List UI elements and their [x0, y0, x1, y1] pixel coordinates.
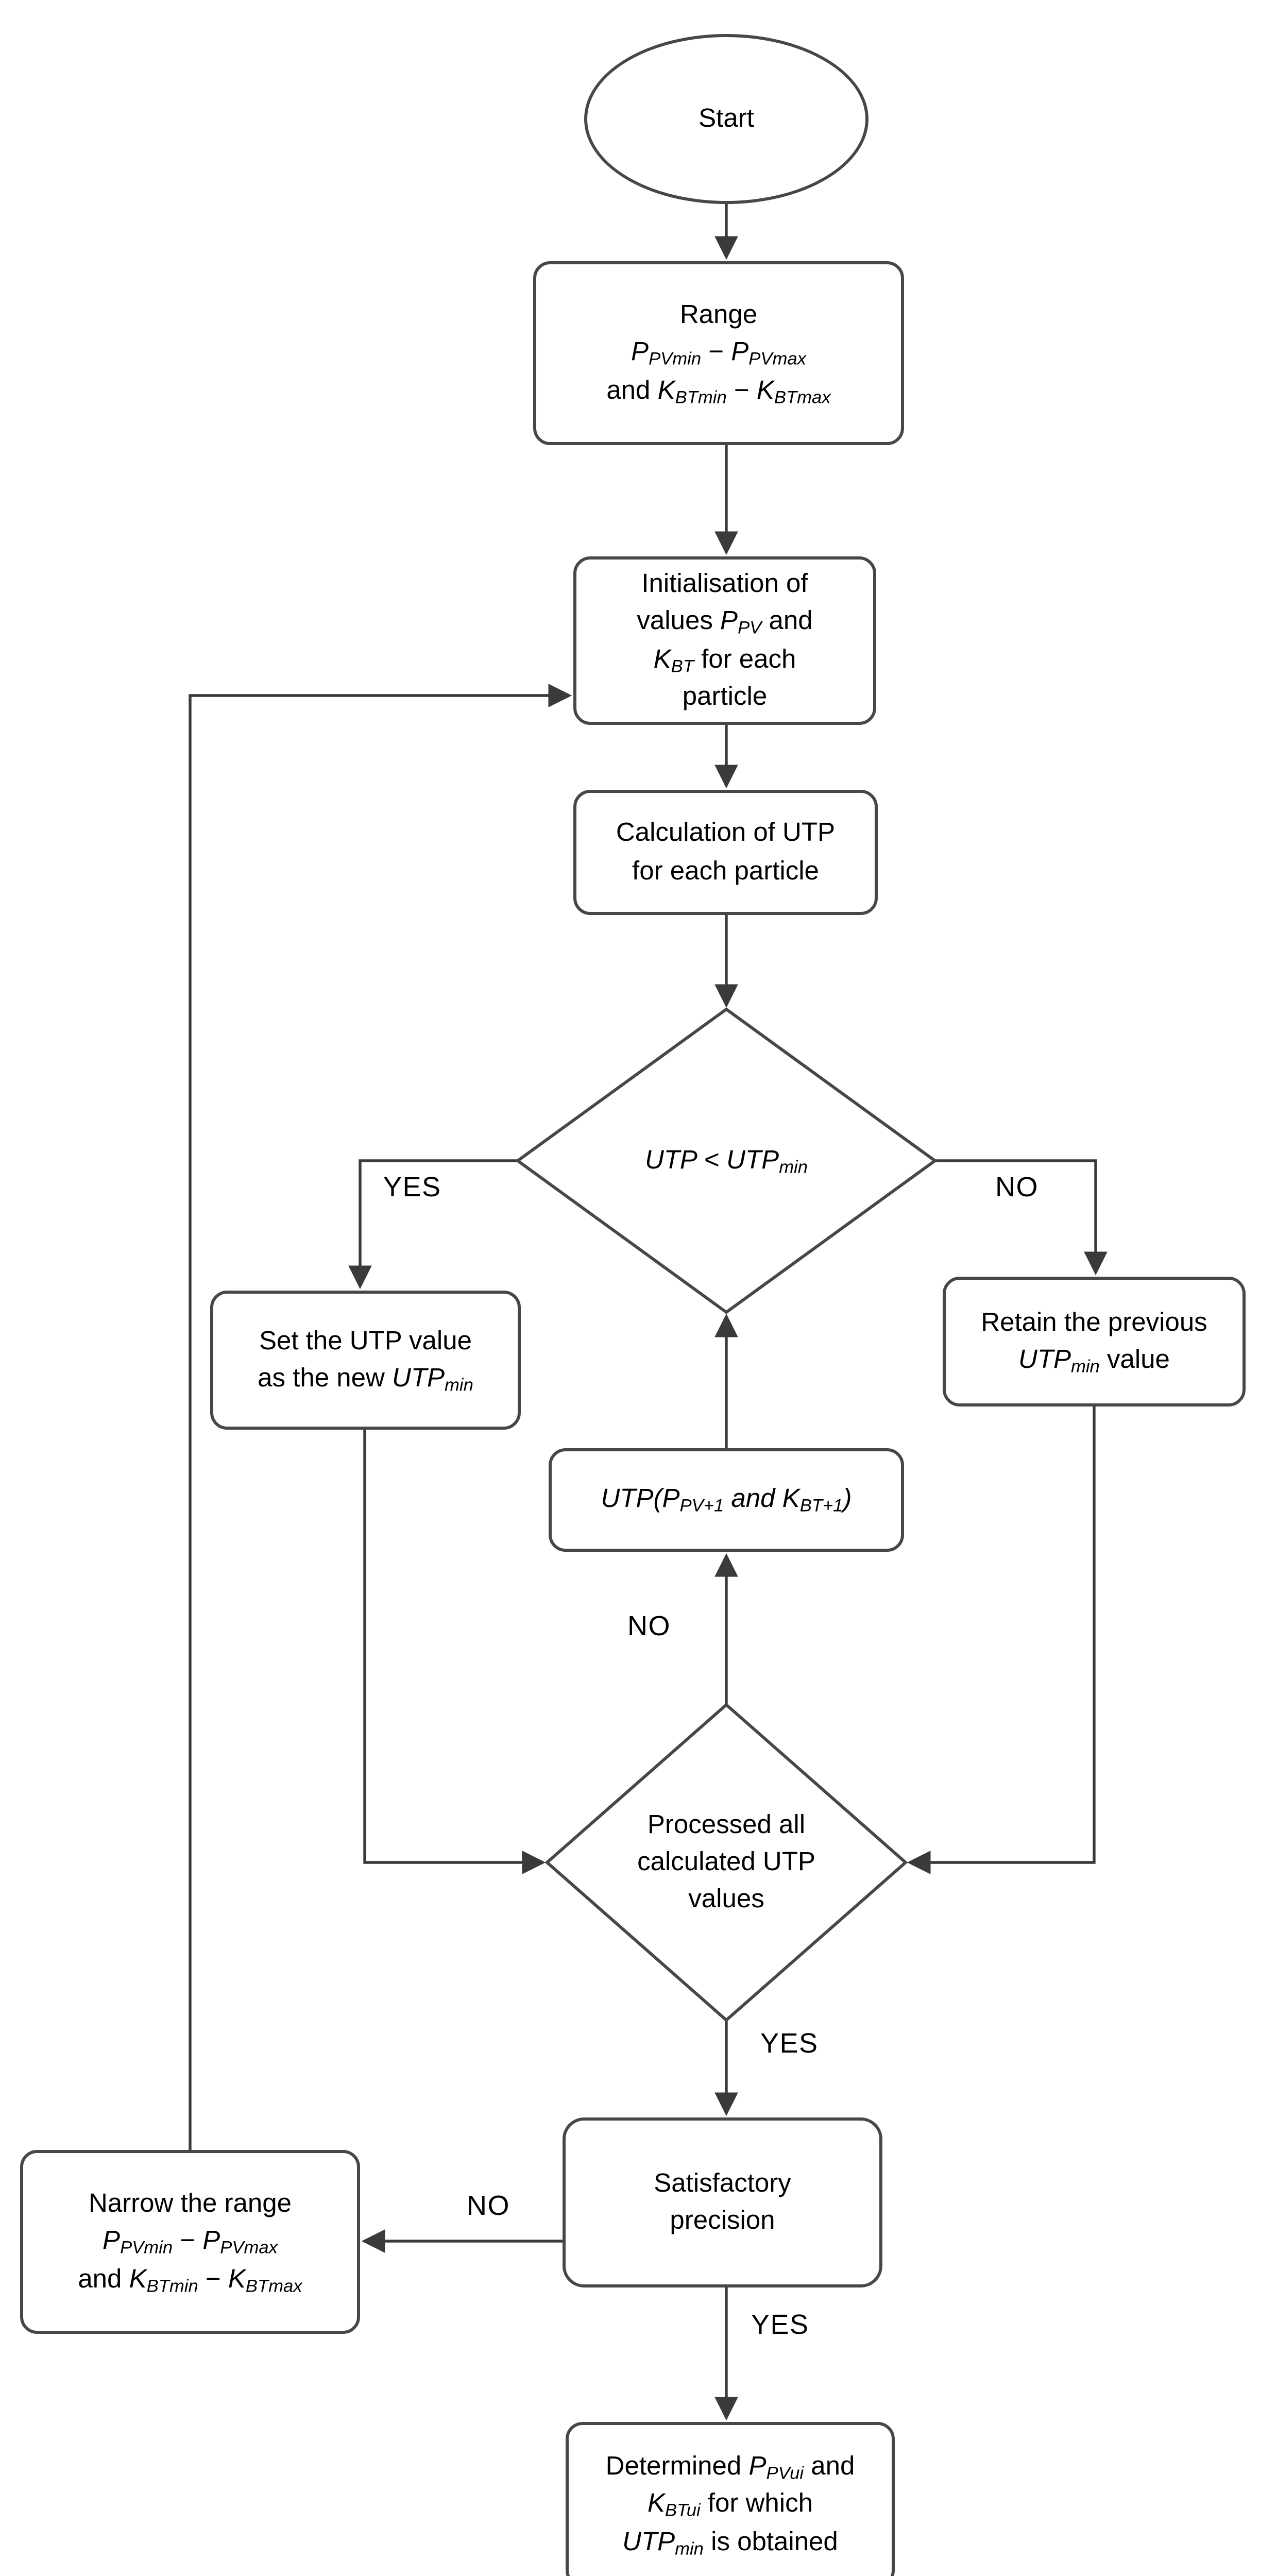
- label-utp-yes: YES: [383, 1172, 441, 1202]
- label-processed-yes: YES: [760, 2028, 819, 2059]
- node-start-label: Start: [699, 103, 754, 133]
- utp-decision-diamond: [515, 1007, 938, 1314]
- node-next-particle-label: UTP(PPV+1 and KBT+1): [601, 1484, 852, 1517]
- edge-set-to-processed-decision: [363, 1430, 546, 1874]
- edge-retain-to-processed-decision: [907, 1406, 1096, 1874]
- label-precision-no: NO: [467, 2190, 510, 2221]
- utp-decision-label: UTP < UTPmin: [541, 1091, 912, 1230]
- edge-utp-decision-yes-to-set: [348, 1159, 518, 1290]
- label-processed-no: NO: [627, 1611, 671, 1641]
- label-utp-no: NO: [995, 1172, 1038, 1202]
- label-precision-yes: YES: [751, 2309, 809, 2340]
- edge-utp-decision-no-to-retain: [935, 1159, 1108, 1276]
- utp-decision-text: UTP < UTPmin: [644, 1145, 808, 1178]
- processed-decision-diamond: [544, 1703, 908, 2022]
- node-start: Start: [584, 34, 869, 204]
- node-next-particle: UTP(PPV+1 and KBT+1): [549, 1448, 904, 1552]
- edge-narrow-loop-to-init: [189, 684, 572, 2150]
